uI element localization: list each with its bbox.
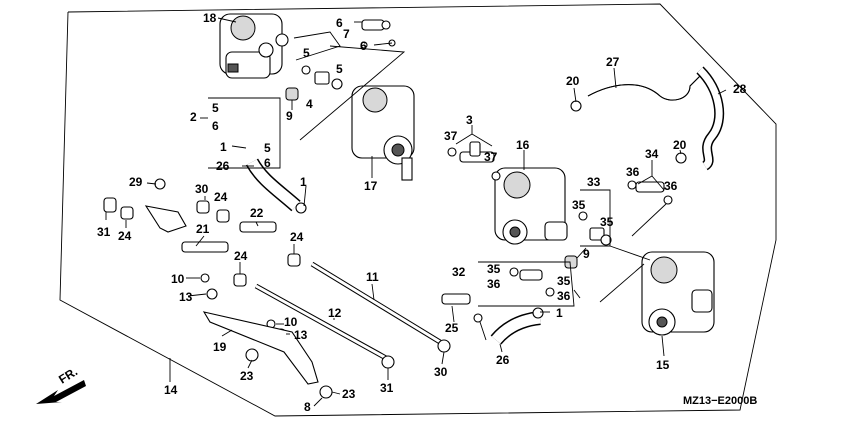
callout-5b: 5 <box>336 62 343 76</box>
callout-9b: 9 <box>583 247 590 261</box>
callout-35d: 35 <box>557 274 571 288</box>
callout-27: 27 <box>606 55 620 69</box>
callout-31b: 31 <box>380 381 394 395</box>
callout-35c: 35 <box>487 262 501 276</box>
callout-34: 34 <box>645 147 659 161</box>
callout-1c: 1 <box>556 306 563 320</box>
callout-24b: 24 <box>118 229 132 243</box>
callout-36b: 36 <box>664 179 678 193</box>
callout-35b: 35 <box>600 215 614 229</box>
callout-6b: 6 <box>360 39 367 53</box>
callout-35a: 35 <box>572 198 586 212</box>
callout-7: 7 <box>343 27 350 41</box>
callout-5c: 5 <box>212 101 219 115</box>
callout-5d: 5 <box>264 141 271 155</box>
callout-10b: 10 <box>284 315 298 329</box>
callout-28: 28 <box>733 82 747 96</box>
throttle-bracket-19 <box>202 311 319 385</box>
fuel-joint-3 <box>447 141 501 181</box>
callout-22: 22 <box>250 206 264 220</box>
callout-13b: 13 <box>294 328 308 342</box>
callout-29: 29 <box>129 175 143 189</box>
callout-18: 18 <box>203 11 217 25</box>
callout-37b: 37 <box>484 150 498 164</box>
frame-outline <box>59 3 777 417</box>
callout-36d: 36 <box>557 289 571 303</box>
callout-24d: 24 <box>234 249 248 263</box>
callout-33: 33 <box>587 175 601 189</box>
callout-20b: 20 <box>673 138 687 152</box>
leader-lines <box>105 17 727 407</box>
callout-3: 3 <box>466 113 473 127</box>
callout-5a: 5 <box>303 46 310 60</box>
fuel-joint-34 <box>627 180 673 205</box>
callout-2: 2 <box>190 110 197 124</box>
callout-26b: 26 <box>496 353 510 367</box>
callout-25: 25 <box>445 321 459 335</box>
callout-1b: 1 <box>300 175 307 189</box>
callout-15: 15 <box>656 358 670 372</box>
choke-bracket <box>144 205 187 233</box>
callout-36a: 36 <box>626 165 640 179</box>
callout-30b: 30 <box>434 365 448 379</box>
callout-32: 32 <box>452 265 466 279</box>
front-direction-arrow <box>36 380 86 404</box>
callout-17: 17 <box>364 179 378 193</box>
callout-6d: 6 <box>264 156 271 170</box>
carburetor-17 <box>351 85 415 181</box>
callout-13a: 13 <box>179 290 193 304</box>
callout-8: 8 <box>304 400 311 414</box>
callout-14: 14 <box>164 383 178 397</box>
callout-6a: 6 <box>336 16 343 30</box>
callout-6c: 6 <box>212 119 219 133</box>
callout-24c: 24 <box>290 230 304 244</box>
front-direction-label: FR. <box>56 364 80 386</box>
callout-30a: 30 <box>195 182 209 196</box>
callout-19: 19 <box>213 340 227 354</box>
callout-4: 4 <box>306 97 313 111</box>
callout-20a: 20 <box>566 74 580 88</box>
callout-11: 11 <box>366 270 379 284</box>
callout-23b: 23 <box>342 387 356 401</box>
fuel-joint-7 <box>360 19 396 49</box>
callout-36c: 36 <box>487 277 501 291</box>
callout-26a: 26 <box>216 159 230 173</box>
diagram-code: MZ13−E2000B <box>683 395 757 407</box>
callout-24a: 24 <box>214 190 228 204</box>
callout-16: 16 <box>516 138 530 152</box>
small-hardware <box>103 100 687 399</box>
callout-37a: 37 <box>444 129 458 143</box>
callout-9a: 9 <box>286 109 293 123</box>
float-valve-parts <box>285 65 612 269</box>
callout-21: 21 <box>196 222 210 236</box>
callout-1a: 1 <box>220 140 227 154</box>
carburetor-16 <box>494 167 568 245</box>
carburetor-15 <box>641 251 715 336</box>
carburetor-18 <box>219 13 289 79</box>
callout-12: 12 <box>328 306 342 320</box>
callout-10a: 10 <box>171 272 185 286</box>
callout-23a: 23 <box>240 369 254 383</box>
callout-31a: 31 <box>97 225 111 239</box>
